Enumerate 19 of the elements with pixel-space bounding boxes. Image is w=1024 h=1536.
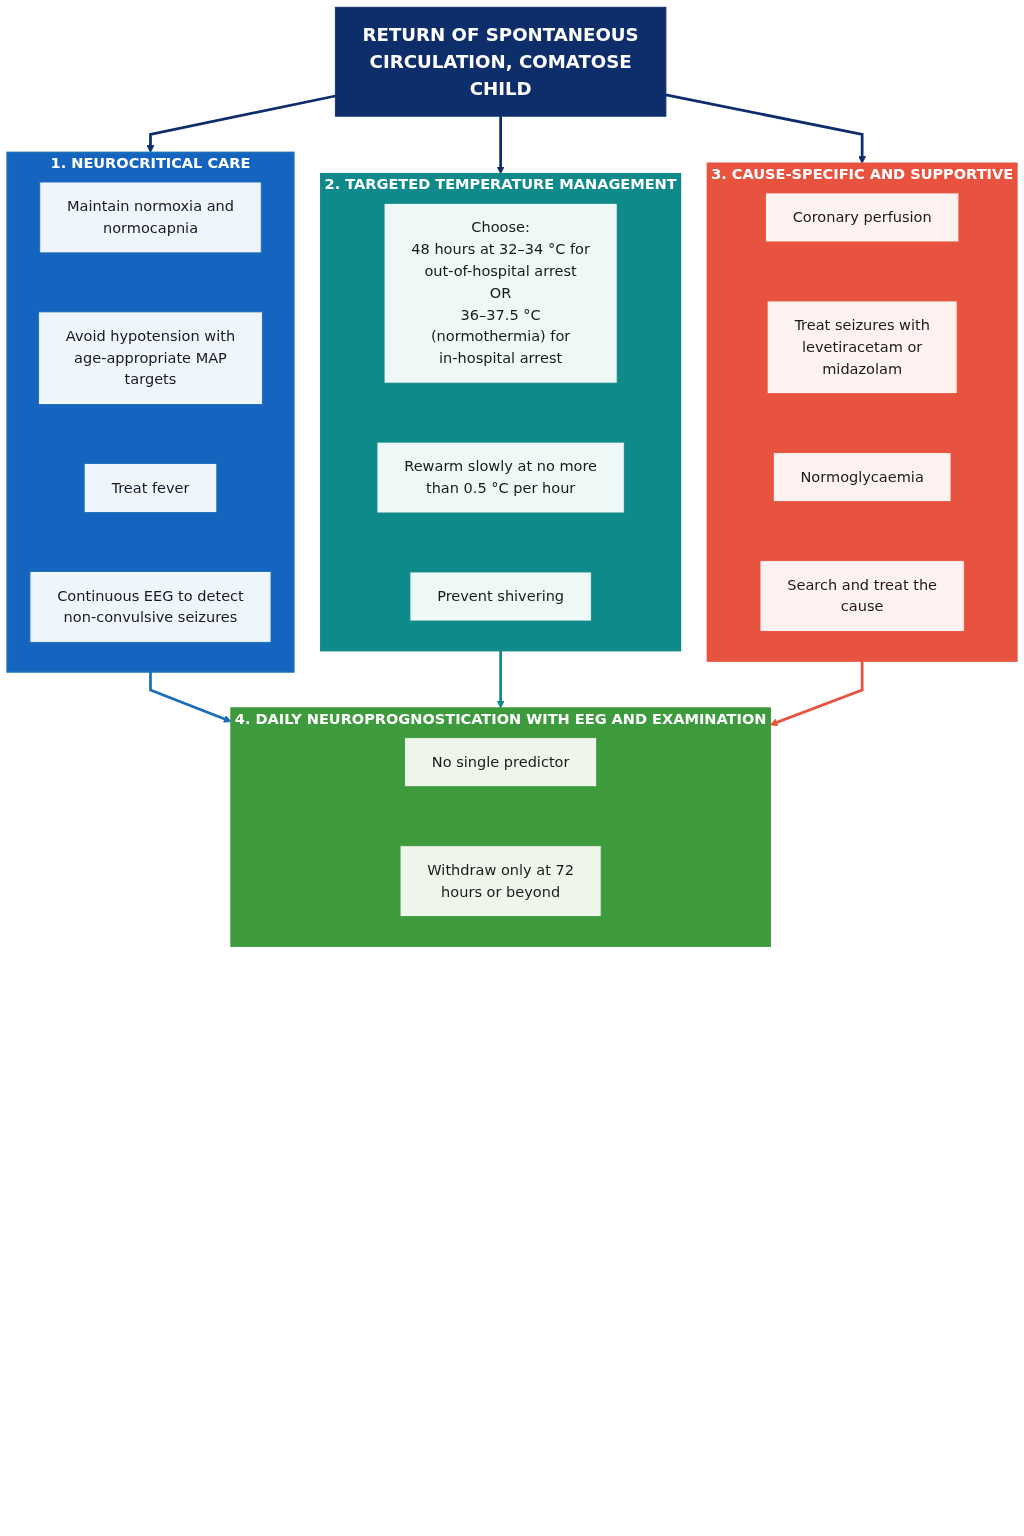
node-box: Withdraw only at 72 hours or beyond bbox=[399, 845, 602, 917]
node-box: No single predictor bbox=[404, 737, 598, 788]
node-box: Avoid hypotension with age-appropriate MAP targets bbox=[38, 311, 263, 405]
node-box: Choose: 48 hours at 32–34 °C for out-of-hospital arrest OR 36–37.5 °C (normothermia) for in-hospital arrest bbox=[383, 202, 618, 384]
node-box: Maintain normoxia and normocapnia bbox=[39, 181, 262, 254]
arrow bbox=[149, 671, 232, 723]
node-box: Treat seizures with levetiracetam or midazolam bbox=[766, 300, 958, 395]
arrow bbox=[496, 650, 505, 709]
arrow bbox=[496, 116, 505, 175]
node-box: Coronary perfusion bbox=[764, 192, 960, 243]
node-box: Treat fever bbox=[83, 463, 218, 513]
node-box: Prevent shivering bbox=[409, 571, 592, 622]
arrow bbox=[146, 94, 336, 153]
node-box: Rewarm slowly at no more than 0.5 °C per hour bbox=[376, 441, 625, 514]
node-box: Normoglycaemia bbox=[772, 452, 952, 503]
arrow bbox=[665, 93, 867, 164]
node-box: Continuous EEG to detect non-convulsive seizures bbox=[29, 571, 272, 643]
node-box: Search and treat the cause bbox=[759, 560, 965, 632]
node-box: RETURN OF SPONTANEOUS CIRCULATION, COMATOSE CHILD bbox=[334, 6, 667, 117]
